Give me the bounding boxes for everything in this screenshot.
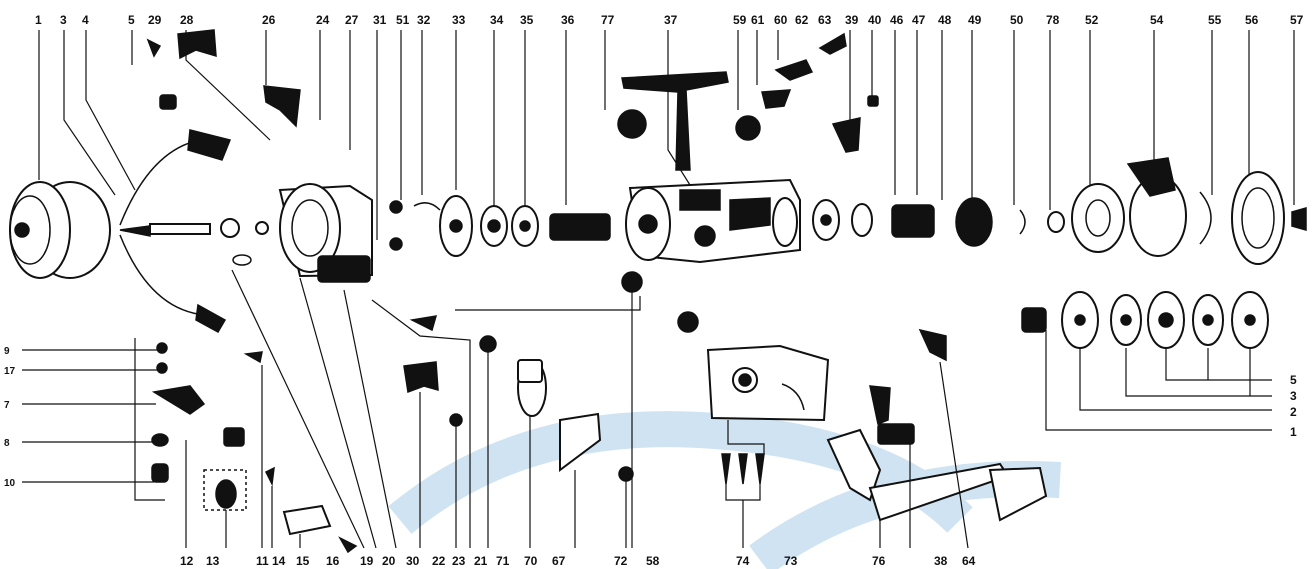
part-26-shape [263, 85, 301, 128]
left-label-10: 10 [4, 478, 16, 489]
part-label-58: 58 [646, 554, 660, 568]
part-label-31: 31 [373, 13, 387, 27]
part-label-23: 23 [452, 554, 466, 568]
left-cluster-parts [22, 338, 206, 501]
part-label-26: 26 [262, 13, 276, 27]
rotor-housing-part [263, 85, 373, 283]
part-label-19: 19 [360, 554, 374, 568]
reel-body-part [621, 71, 801, 264]
part-label-50: 50 [1010, 13, 1024, 27]
right-label-2: 2 [1290, 405, 1297, 419]
left-label-9: 9 [4, 346, 10, 357]
part-label-40: 40 [868, 13, 882, 27]
part-label-73: 73 [784, 554, 798, 568]
part-label-76: 76 [872, 554, 886, 568]
right-label-5: 5 [1290, 373, 1297, 387]
clip-parts [299, 277, 471, 549]
part-label-52: 52 [1085, 13, 1099, 27]
part-label-37: 37 [664, 13, 678, 27]
top-part-numbers: 1 3 4 5 29 28 26 24 27 31 51 32 33 34 35… [35, 13, 1304, 27]
part-label-3: 3 [60, 13, 67, 27]
part-label-77: 77 [601, 13, 615, 27]
left-label-7: 7 [4, 400, 10, 411]
part-label-55: 55 [1208, 13, 1222, 27]
left-label-17: 17 [4, 366, 16, 377]
part-label-70: 70 [524, 554, 538, 568]
part-label-78: 78 [1046, 13, 1060, 27]
part-label-24: 24 [316, 13, 330, 27]
part-label-27: 27 [345, 13, 359, 27]
drag-washers [1021, 291, 1272, 431]
part-label-59: 59 [733, 13, 747, 27]
part-label-5: 5 [128, 13, 135, 27]
part-label-48: 48 [938, 13, 952, 27]
spool-part [9, 181, 111, 279]
part-label-74: 74 [736, 554, 750, 568]
part-label-38: 38 [934, 554, 948, 568]
lower-center-parts [455, 271, 699, 548]
bottom-left-parts [185, 269, 365, 554]
crank-handle-part [826, 428, 1048, 548]
part-label-35: 35 [520, 13, 534, 27]
bottom-part-numbers: 12 13 11 14 15 16 19 20 30 22 23 21 71 7… [180, 554, 976, 568]
part-label-14: 14 [272, 554, 286, 568]
part-label-30: 30 [406, 554, 420, 568]
part-label-11: 11 [256, 554, 269, 568]
left-label-8: 8 [4, 438, 10, 449]
side-cover-part [706, 344, 830, 548]
top-leader-lines [38, 30, 1295, 240]
rotor-internals [389, 195, 611, 257]
part-label-4: 4 [82, 13, 89, 27]
part-label-71: 71 [496, 554, 510, 568]
anti-reverse-parts [869, 328, 969, 549]
part-label-22: 22 [432, 554, 446, 568]
part-label-57: 57 [1290, 13, 1304, 27]
part-label-36: 36 [561, 13, 575, 27]
part-label-54: 54 [1150, 13, 1164, 27]
part-label-49: 49 [968, 13, 982, 27]
part-label-51: 51 [396, 13, 410, 27]
part-label-28: 28 [180, 13, 194, 27]
part-label-56: 56 [1245, 13, 1259, 27]
part-label-16: 16 [326, 554, 340, 568]
part-label-63: 63 [818, 13, 832, 27]
part-label-32: 32 [417, 13, 431, 27]
watermark [388, 411, 1061, 569]
bail-wire-part [119, 129, 232, 334]
bail-fasteners [146, 38, 269, 266]
part-28-shape [177, 29, 217, 60]
part-label-34: 34 [490, 13, 504, 27]
part-label-47: 47 [912, 13, 926, 27]
part-label-21: 21 [474, 554, 488, 568]
part-label-33: 33 [452, 13, 466, 27]
right-label-1: 1 [1290, 425, 1297, 439]
part-label-20: 20 [382, 554, 396, 568]
part-label-46: 46 [890, 13, 904, 27]
part-label-39: 39 [845, 13, 859, 27]
part-label-64: 64 [962, 554, 976, 568]
part-label-60: 60 [774, 13, 788, 27]
right-label-3: 3 [1290, 389, 1297, 403]
part-label-62: 62 [795, 13, 809, 27]
part-label-61: 61 [751, 13, 765, 27]
part-label-29: 29 [148, 13, 162, 27]
part-label-72: 72 [614, 554, 628, 568]
drive-gear-train [812, 157, 1307, 265]
part-label-67: 67 [552, 554, 566, 568]
part-label-12: 12 [180, 554, 194, 568]
part-label-1: 1 [35, 13, 42, 27]
body-top-parts [617, 32, 879, 153]
part-label-13: 13 [206, 554, 220, 568]
part-label-15: 15 [296, 554, 310, 568]
